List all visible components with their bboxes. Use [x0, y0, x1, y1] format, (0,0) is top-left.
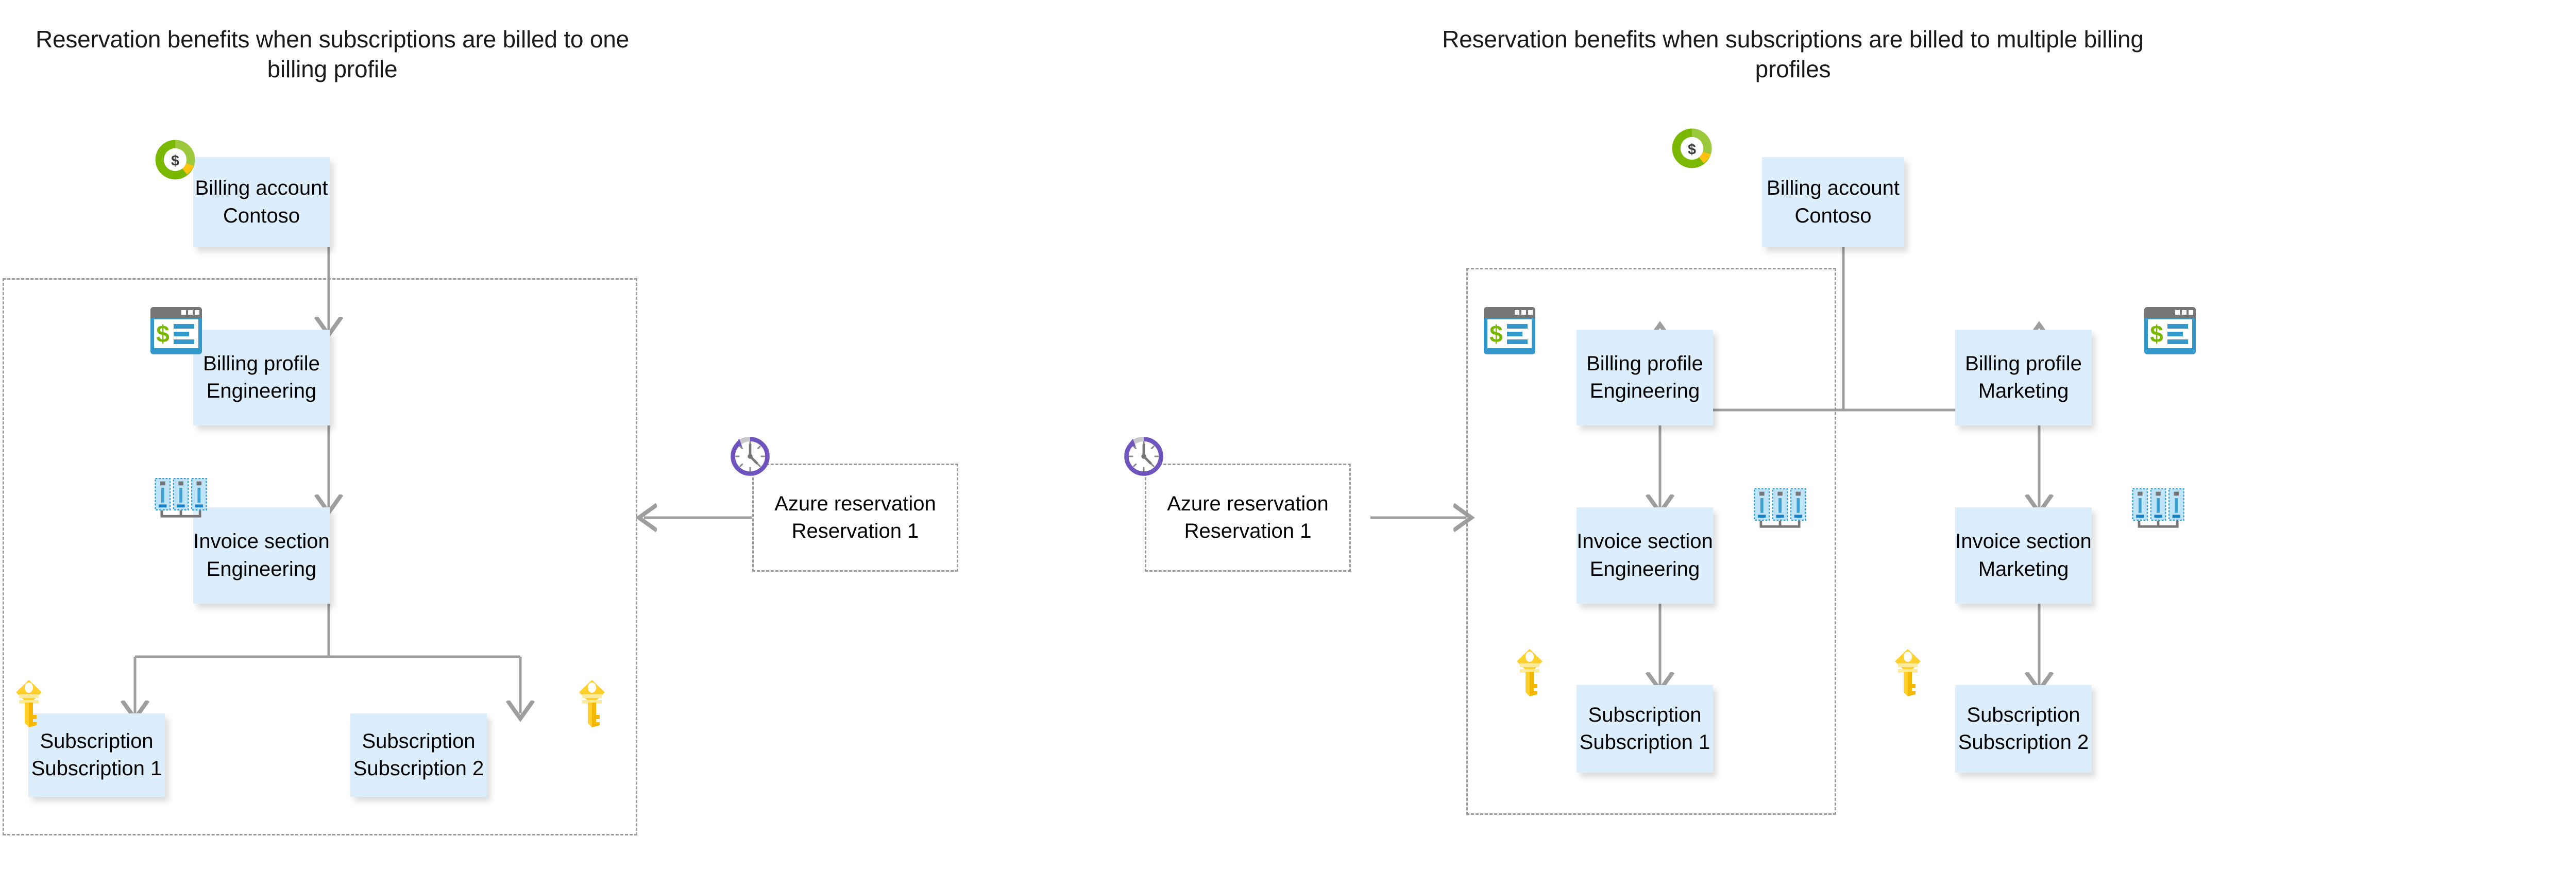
diagram-title-one-billing-profile: Reservation benefits when subscriptions … [35, 26, 630, 82]
node-type-label: Billing account [1767, 177, 1900, 200]
node-type-label: Billing profile [1965, 352, 2082, 375]
azure-reservation-clock-icon [1124, 437, 1163, 476]
node-type-label: Subscription [362, 729, 476, 753]
billing-account-icon: $ [1672, 128, 1712, 168]
node-name-label: Engineering [206, 557, 317, 580]
billing-account-icon: $ [155, 140, 195, 180]
azure-reservation-clock-icon [731, 437, 770, 476]
scope-box-right [1466, 268, 1836, 815]
node-azure-reservation-left[interactable]: Azure reservation Reservation 1 [752, 464, 958, 572]
node-invoice-section-right-marketing[interactable]: Invoice section Marketing [1955, 507, 2092, 604]
node-type-label: Subscription [1967, 703, 2080, 726]
svg-text:$: $ [1489, 320, 1503, 347]
node-name-label: Subscription 1 [1579, 731, 1710, 754]
key-icon [1517, 649, 1543, 696]
billing-profile-icon: $ [150, 307, 202, 354]
key-icon [579, 680, 605, 727]
billing-profile-icon: $ [1484, 307, 1535, 354]
node-billing-account-left[interactable]: Billing account Contoso [193, 157, 330, 247]
node-invoice-section-right-engineering[interactable]: Invoice section Engineering [1577, 507, 1713, 604]
node-name-label: Contoso [223, 204, 300, 227]
svg-text:$: $ [171, 153, 179, 169]
invoice-section-icon [2132, 488, 2184, 528]
node-billing-profile-left-engineering[interactable]: Billing profile Engineering [193, 330, 330, 425]
node-type-label: Billing profile [1586, 352, 1703, 375]
key-icon [16, 680, 42, 727]
node-billing-profile-right-marketing[interactable]: Billing profile Marketing [1955, 330, 2092, 425]
node-azure-reservation-right[interactable]: Azure reservation Reservation 1 [1145, 464, 1351, 572]
invoice-section-icon [155, 478, 207, 518]
node-name-label: Marketing [1978, 380, 2069, 402]
svg-text:$: $ [156, 320, 170, 347]
node-type-label: Invoice section [1577, 530, 1713, 553]
node-subscription-left-1[interactable]: Subscription Subscription 1 [28, 713, 165, 797]
diagram-title-multiple-billing-profiles: Reservation benefits when subscriptions … [1442, 26, 2144, 82]
node-type-label: Invoice section [193, 530, 330, 553]
node-name-label: Reservation 1 [1184, 520, 1312, 542]
node-name-label: Engineering [1589, 380, 1700, 402]
billing-profile-icon: $ [2144, 307, 2196, 354]
node-subscription-right-1[interactable]: Subscription Subscription 1 [1577, 685, 1713, 773]
node-type-label: Azure reservation [1167, 492, 1329, 515]
node-billing-account-right[interactable]: Billing account Contoso [1762, 157, 1904, 247]
node-name-label: Reservation 1 [791, 520, 919, 542]
node-name-label: Subscription 1 [31, 757, 162, 780]
node-invoice-section-left-engineering[interactable]: Invoice section Engineering [193, 507, 330, 604]
node-billing-profile-right-engineering[interactable]: Billing profile Engineering [1577, 330, 1713, 425]
svg-text:$: $ [2150, 320, 2163, 347]
node-type-label: Invoice section [1955, 530, 2092, 553]
scope-box-left [3, 278, 637, 835]
node-type-label: Subscription [40, 729, 154, 753]
key-icon [1895, 649, 1921, 696]
node-name-label: Engineering [206, 380, 317, 402]
invoice-section-icon [1754, 488, 1806, 528]
node-name-label: Marketing [1978, 557, 2069, 580]
node-type-label: Subscription [1588, 703, 1702, 726]
node-type-label: Billing profile [203, 352, 320, 375]
node-subscription-right-2[interactable]: Subscription Subscription 2 [1955, 685, 2092, 773]
node-type-label: Azure reservation [774, 492, 936, 515]
node-name-label: Contoso [1794, 204, 1872, 227]
node-type-label: Billing account [195, 177, 328, 200]
node-name-label: Engineering [1589, 557, 1700, 580]
node-name-label: Subscription 2 [1958, 731, 2089, 754]
node-subscription-left-2[interactable]: Subscription Subscription 2 [350, 713, 487, 797]
node-name-label: Subscription 2 [353, 757, 484, 780]
svg-text:$: $ [1688, 142, 1696, 158]
